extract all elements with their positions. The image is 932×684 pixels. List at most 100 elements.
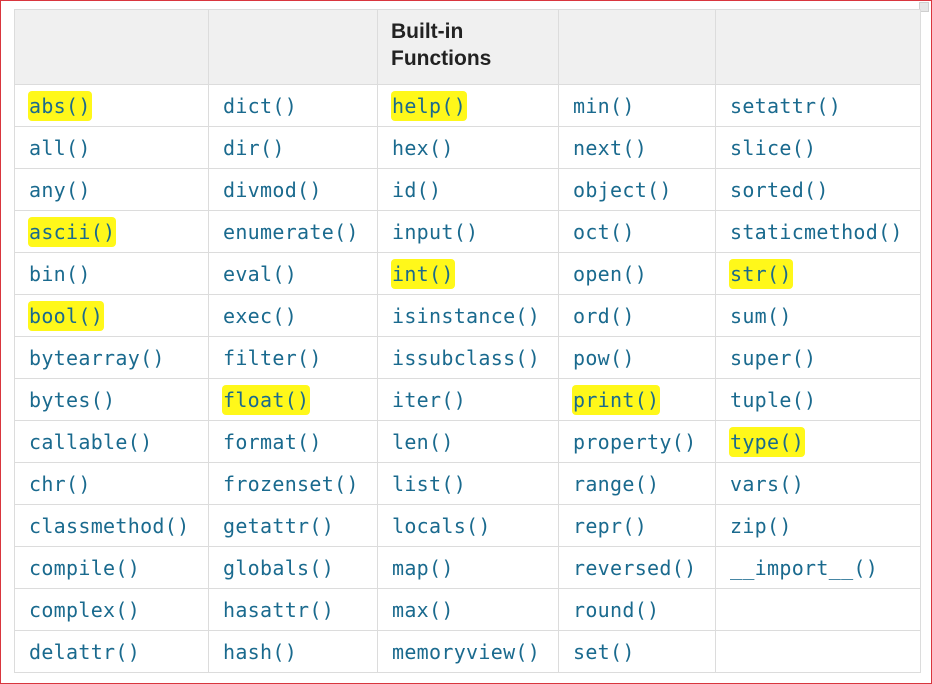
table-cell: bytes() (14, 378, 209, 421)
function-link[interactable]: divmod() (223, 177, 322, 202)
function-link[interactable]: complex() (29, 597, 141, 622)
table-cell: globals() (208, 546, 378, 589)
function-link[interactable]: map() (392, 555, 454, 580)
builtin-functions-table: Built-in Functions abs() dict() help() min(… (14, 9, 921, 673)
function-link[interactable]: format() (223, 429, 322, 454)
function-link[interactable]: memoryview() (392, 639, 541, 664)
function-link[interactable]: issubclass() (392, 345, 541, 370)
function-link[interactable]: str() (729, 258, 793, 289)
function-link[interactable]: zip() (730, 513, 792, 538)
table-cell: eval() (208, 252, 378, 295)
function-link[interactable]: slice() (730, 135, 817, 160)
table-row: any() divmod() id() object() sorted() (14, 168, 921, 211)
function-link[interactable]: abs() (28, 90, 92, 121)
table-cell: chr() (14, 462, 209, 505)
table-cell: bin() (14, 252, 209, 295)
function-link[interactable]: __import__() (730, 555, 879, 580)
function-link[interactable]: getattr() (223, 513, 335, 538)
function-link[interactable]: help() (391, 90, 468, 121)
table-cell: str() (715, 252, 921, 295)
table-cell: delattr() (14, 630, 209, 673)
function-link[interactable]: locals() (392, 513, 491, 538)
function-link[interactable]: ord() (573, 303, 635, 328)
function-link[interactable]: super() (730, 345, 817, 370)
function-link[interactable]: reversed() (573, 555, 697, 580)
table-cell: classmethod() (14, 504, 209, 547)
function-link[interactable]: bin() (29, 261, 91, 286)
function-link[interactable]: id() (392, 177, 442, 202)
function-link[interactable]: frozenset() (223, 471, 359, 496)
function-link[interactable]: round() (573, 597, 660, 622)
function-link[interactable]: callable() (29, 429, 153, 454)
function-link[interactable]: list() (392, 471, 467, 496)
function-link[interactable]: tuple() (730, 387, 817, 412)
table-cell: ascii() (14, 210, 209, 253)
table-cell: pow() (558, 336, 716, 379)
table-cell: object() (558, 168, 716, 211)
function-link[interactable]: staticmethod() (730, 219, 903, 244)
function-link[interactable]: vars() (730, 471, 805, 496)
function-link[interactable]: hash() (223, 639, 298, 664)
table-cell: sorted() (715, 168, 921, 211)
function-link[interactable]: exec() (223, 303, 298, 328)
function-link[interactable]: ascii() (28, 216, 117, 247)
table-cell: exec() (208, 294, 378, 337)
function-link[interactable]: int() (391, 258, 455, 289)
function-link[interactable]: setattr() (730, 93, 842, 118)
function-link[interactable]: oct() (573, 219, 635, 244)
function-link[interactable]: len() (392, 429, 454, 454)
function-link[interactable]: set() (573, 639, 635, 664)
table-header-row: Built-in Functions (14, 9, 921, 85)
table-cell: hasattr() (208, 588, 378, 631)
function-link[interactable]: dict() (223, 93, 298, 118)
function-link[interactable]: any() (29, 177, 91, 202)
function-link[interactable]: pow() (573, 345, 635, 370)
function-link[interactable]: isinstance() (392, 303, 541, 328)
table-cell: locals() (377, 504, 559, 547)
function-link[interactable]: repr() (573, 513, 648, 538)
function-link[interactable]: type() (729, 426, 806, 457)
table-cell: compile() (14, 546, 209, 589)
function-link[interactable]: hex() (392, 135, 454, 160)
function-link[interactable]: min() (573, 93, 635, 118)
scrollbar-corner[interactable] (919, 2, 929, 12)
table-cell (715, 630, 921, 673)
table-cell: list() (377, 462, 559, 505)
function-link[interactable]: all() (29, 135, 91, 160)
function-link[interactable]: hasattr() (223, 597, 335, 622)
function-link[interactable]: globals() (223, 555, 335, 580)
function-link[interactable]: classmethod() (29, 513, 190, 538)
function-link[interactable]: sorted() (730, 177, 829, 202)
function-link[interactable]: next() (573, 135, 648, 160)
function-link[interactable]: range() (573, 471, 660, 496)
table-cell: tuple() (715, 378, 921, 421)
table-cell: bytearray() (14, 336, 209, 379)
function-link[interactable]: max() (392, 597, 454, 622)
function-link[interactable]: chr() (29, 471, 91, 496)
function-link[interactable]: delattr() (29, 639, 141, 664)
function-link[interactable]: input() (392, 219, 479, 244)
function-link[interactable]: bytes() (29, 387, 116, 412)
table-cell: id() (377, 168, 559, 211)
function-link[interactable]: filter() (223, 345, 322, 370)
function-link[interactable]: object() (573, 177, 672, 202)
function-link[interactable]: open() (573, 261, 648, 286)
function-link[interactable]: compile() (29, 555, 141, 580)
table-cell: round() (558, 588, 716, 631)
function-link[interactable]: dir() (223, 135, 285, 160)
function-link[interactable]: print() (572, 384, 661, 415)
table-cell: slice() (715, 126, 921, 169)
table-cell: abs() (14, 84, 209, 127)
table-cell: format() (208, 420, 378, 463)
function-link[interactable]: bytearray() (29, 345, 165, 370)
function-link[interactable]: float() (222, 384, 311, 415)
table-cell: input() (377, 210, 559, 253)
function-link[interactable]: property() (573, 429, 697, 454)
header-cell-title: Built-in Functions (377, 9, 559, 85)
table-row: ascii() enumerate() input() oct() staticmeth… (14, 210, 921, 253)
function-link[interactable]: enumerate() (223, 219, 359, 244)
function-link[interactable]: eval() (223, 261, 298, 286)
function-link[interactable]: bool() (28, 300, 105, 331)
function-link[interactable]: iter() (392, 387, 467, 412)
function-link[interactable]: sum() (730, 303, 792, 328)
